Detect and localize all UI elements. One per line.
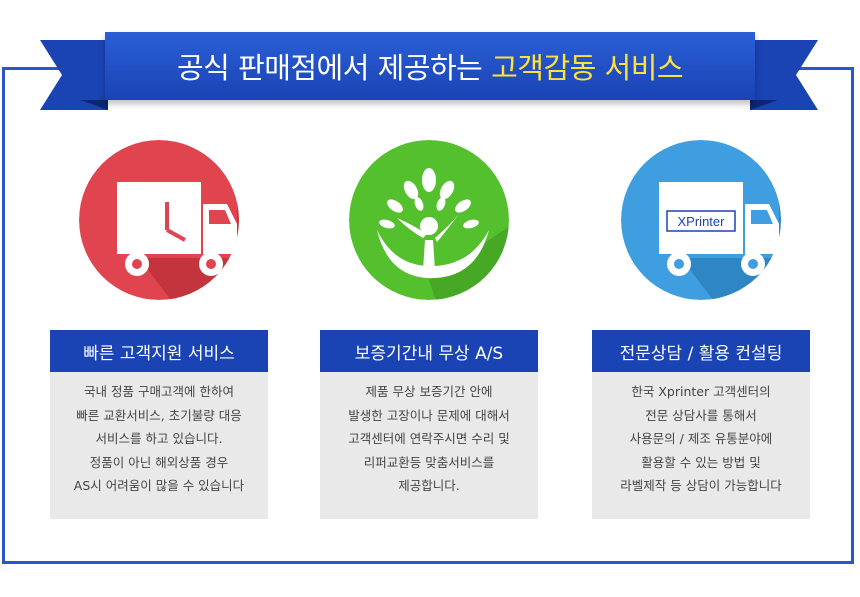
- card-line: 라벨제작 등 상담이 가능합니다: [620, 478, 782, 493]
- card-title: 보증기간내 무상 A/S: [320, 330, 538, 372]
- card-line: 서비스를 하고 있습니다.: [95, 431, 223, 446]
- card-line: AS시 어려움이 많을 수 있습니다: [73, 478, 245, 493]
- card-line: 정품이 아닌 해외상품 경우: [89, 454, 229, 470]
- card-line: 빠른 교환서비스, 초기불량 대응: [76, 407, 242, 423]
- card-line: 제품 무상 보증기간 안에: [365, 384, 493, 399]
- banner-title: 공식 판매점에서 제공하는 고객감동 서비스: [176, 45, 684, 87]
- card-line: 발생한 고장이나 문제에 대해서: [348, 407, 510, 423]
- banner: 공식 판매점에서 제공하는 고객감동 서비스: [0, 0, 860, 130]
- service-card-warranty: 보증기간내 무상 A/S 제품 무상 보증기간 안에 발생한 고장이나 문제에 …: [320, 140, 538, 519]
- card-line: 고객센터에 연락주시면 수리 및: [348, 431, 510, 446]
- card-title: 전문상담 / 활용 컨설팅: [592, 330, 810, 372]
- card-line: 리퍼교환등 맞춤서비스를: [363, 454, 495, 470]
- card-description: 국내 정품 구매고객에 한하여 빠른 교환서비스, 초기불량 대응 서비스를 하…: [50, 372, 268, 519]
- card-line: 제공합니다.: [398, 478, 460, 493]
- card-line: 한국 Xprinter 고객센터의: [631, 384, 771, 399]
- tree-person-icon: [349, 140, 509, 300]
- banner-left-tail: [40, 40, 108, 110]
- banner-title-highlight: 고객감동 서비스: [491, 51, 684, 85]
- xprinter-truck-icon: XPrinter: [621, 140, 781, 300]
- service-card-consulting: XPrinter 전문상담 / 활용 컨설팅 한국 Xprinter 고객센터의…: [592, 140, 810, 519]
- card-line: 전문 상담사를 통해서: [645, 407, 757, 423]
- banner-right-tail: [750, 40, 818, 110]
- card-line: 국내 정품 구매고객에 한하여: [84, 384, 234, 399]
- card-line: 사용문의 / 제조 유통분야에: [629, 431, 773, 446]
- card-line: 활용할 수 있는 방법 및: [641, 454, 761, 470]
- service-card-fast-support: 빠른 고객지원 서비스 국내 정품 구매고객에 한하여 빠른 교환서비스, 초기…: [50, 140, 268, 519]
- clock-truck-icon: [79, 140, 239, 300]
- card-title: 빠른 고객지원 서비스: [50, 330, 268, 372]
- banner-ribbon: 공식 판매점에서 제공하는 고객감동 서비스: [105, 32, 755, 100]
- card-description: 제품 무상 보증기간 안에 발생한 고장이나 문제에 대해서 고객센터에 연락주…: [320, 372, 538, 519]
- banner-title-prefix: 공식 판매점에서 제공하는: [176, 51, 492, 85]
- card-description: 한국 Xprinter 고객센터의 전문 상담사를 통해서 사용문의 / 제조 …: [592, 372, 810, 519]
- xprinter-logo-text: XPrinter: [678, 214, 726, 229]
